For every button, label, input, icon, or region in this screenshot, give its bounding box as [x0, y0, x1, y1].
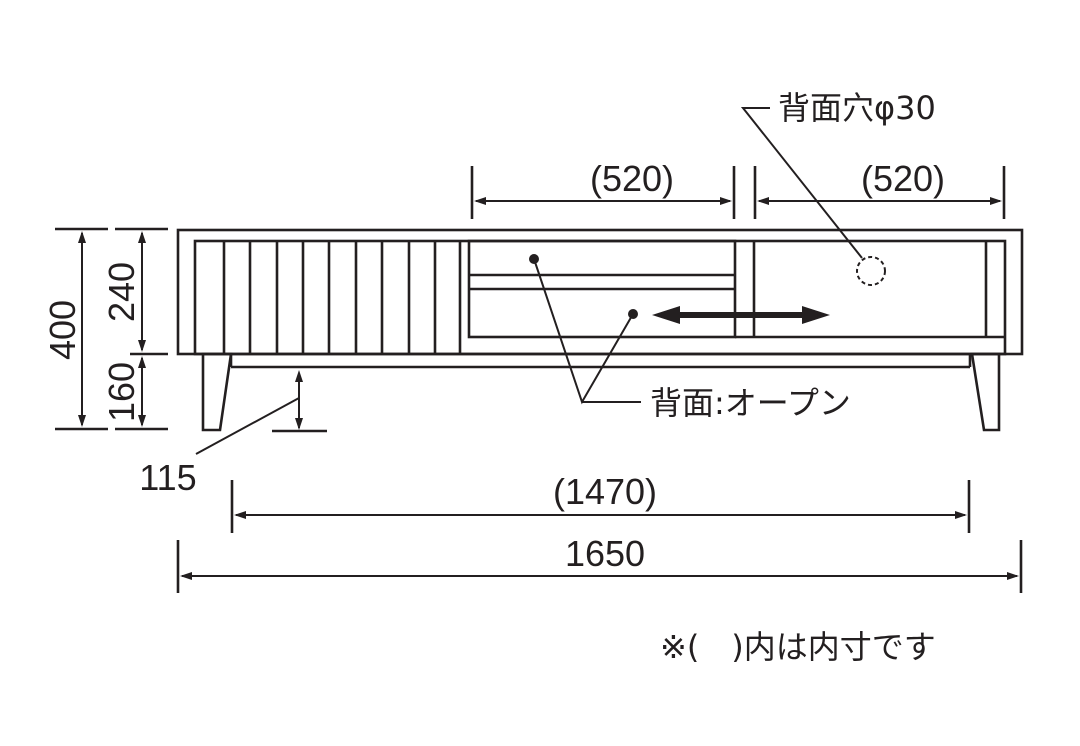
label-body-height: 240 [101, 262, 142, 322]
right-compartment [735, 241, 1005, 339]
arrowhead-icon [138, 415, 146, 427]
annotations: 背面穴φ30 背面:オープン [529, 89, 936, 422]
base-and-legs: 115 [139, 352, 1001, 498]
leader-line-115 [195, 397, 300, 455]
label-leg-height: 160 [101, 362, 142, 422]
arrowhead-icon [955, 511, 967, 519]
cabinet-body [176, 228, 1024, 356]
label-floor-clearance: 115 [139, 457, 196, 498]
bottom-dimensions: (1470) 1650 [176, 471, 1023, 593]
arrowhead-icon [180, 572, 192, 580]
center-compartment [467, 239, 756, 339]
leader-line-back-hole [740, 107, 863, 259]
arrowhead-icon [78, 415, 86, 427]
arrowhead-icon [757, 197, 769, 205]
label-back-open: 背面:オープン [650, 384, 851, 422]
leader-line-back-open [533, 258, 634, 405]
arrowhead-icon [1007, 572, 1019, 580]
slide-arrow-icon [652, 306, 830, 324]
arrowhead-icon [720, 197, 732, 205]
label-back-hole: 背面穴φ30 [778, 89, 936, 127]
arrowhead-icon [138, 231, 146, 243]
arrowhead-icon [295, 418, 303, 430]
note-inner-dimensions: ※( )内は内寸です [660, 628, 936, 666]
cabinet-outer-frame [176, 228, 1024, 356]
vertical-dimensions: 400 240 160 [42, 227, 168, 431]
back-hole-icon [856, 256, 886, 286]
arrowhead-icon [474, 197, 486, 205]
louver-door [222, 241, 462, 354]
arrowhead-icon [295, 370, 303, 382]
arrowhead-icon [78, 231, 86, 243]
label-inner-width-right: (520) [861, 158, 945, 199]
label-total-width: 1650 [565, 533, 645, 574]
top-dimensions: (520) (520) [470, 158, 1006, 219]
label-inner-leg-span: (1470) [553, 471, 657, 512]
arrowhead-icon [138, 340, 146, 352]
arrowhead-icon [234, 511, 246, 519]
left-leg [201, 352, 233, 432]
right-leg [970, 352, 1001, 432]
label-total-height: 400 [42, 300, 83, 360]
label-inner-width-left: (520) [590, 158, 674, 199]
arrowhead-icon [138, 356, 146, 368]
arrowhead-icon [990, 197, 1002, 205]
